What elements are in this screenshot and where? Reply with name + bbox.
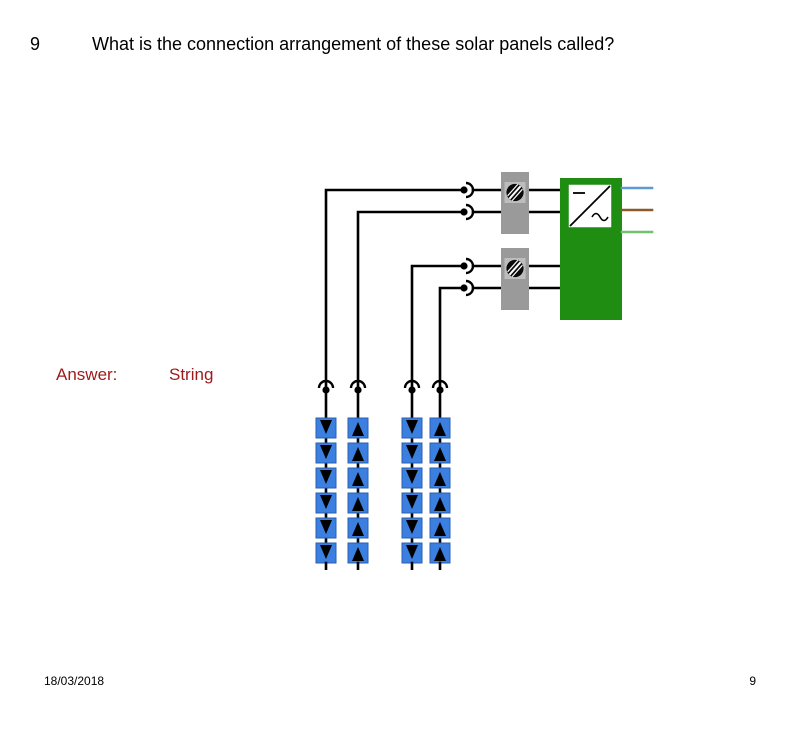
solar-array-diagram xyxy=(300,160,660,570)
solar-panel xyxy=(401,542,423,564)
ac-output-wires xyxy=(620,186,654,234)
solar-panel xyxy=(429,517,451,539)
string-bottom-links xyxy=(324,561,442,570)
solar-panel xyxy=(347,542,369,564)
panel-head-connector-group xyxy=(317,379,449,395)
solar-panel xyxy=(315,467,337,489)
solar-panel xyxy=(315,542,337,564)
solar-panel xyxy=(315,492,337,514)
answer-value: String xyxy=(169,365,214,384)
solar-panel xyxy=(401,417,423,439)
inverter-divider-line xyxy=(569,185,611,227)
question-number: 9 xyxy=(30,34,41,54)
solar-panel xyxy=(315,417,337,439)
inverter-ac-symbol xyxy=(591,212,609,222)
dc-isolator-string-2[interactable] xyxy=(500,247,530,311)
solar-panel xyxy=(401,492,423,514)
inter-panel-links xyxy=(324,438,442,543)
solar-panel xyxy=(347,517,369,539)
solar-panel xyxy=(429,492,451,514)
terminal-connector-1 xyxy=(459,181,475,199)
solar-panel xyxy=(315,517,337,539)
solar-panel xyxy=(401,442,423,464)
solar-panel xyxy=(401,517,423,539)
solar-panel xyxy=(429,442,451,464)
terminal-connector-2 xyxy=(459,203,475,221)
solar-panel xyxy=(347,417,369,439)
solar-panel xyxy=(347,492,369,514)
footer-page-number: 9 xyxy=(749,674,756,688)
footer-date: 18/03/2018 xyxy=(44,674,105,688)
panel-lead-wires xyxy=(324,390,442,420)
solar-panel xyxy=(429,542,451,564)
dc-isolator-string-1[interactable] xyxy=(500,171,530,235)
solar-panel xyxy=(401,467,423,489)
solar-panel xyxy=(347,442,369,464)
terminal-connector-3 xyxy=(459,257,475,275)
solar-panel xyxy=(429,467,451,489)
solar-panel xyxy=(315,442,337,464)
grid-inverter[interactable] xyxy=(560,178,622,320)
solar-array-svg xyxy=(315,171,654,570)
terminal-connector-group xyxy=(459,181,475,297)
answer-label: Answer: xyxy=(56,365,118,384)
question-text: What is the connection arrangement of th… xyxy=(92,34,615,54)
terminal-connector-4 xyxy=(459,279,475,297)
solar-panel xyxy=(347,467,369,489)
solar-panel xyxy=(429,417,451,439)
dc-wiring-harness xyxy=(324,188,466,390)
